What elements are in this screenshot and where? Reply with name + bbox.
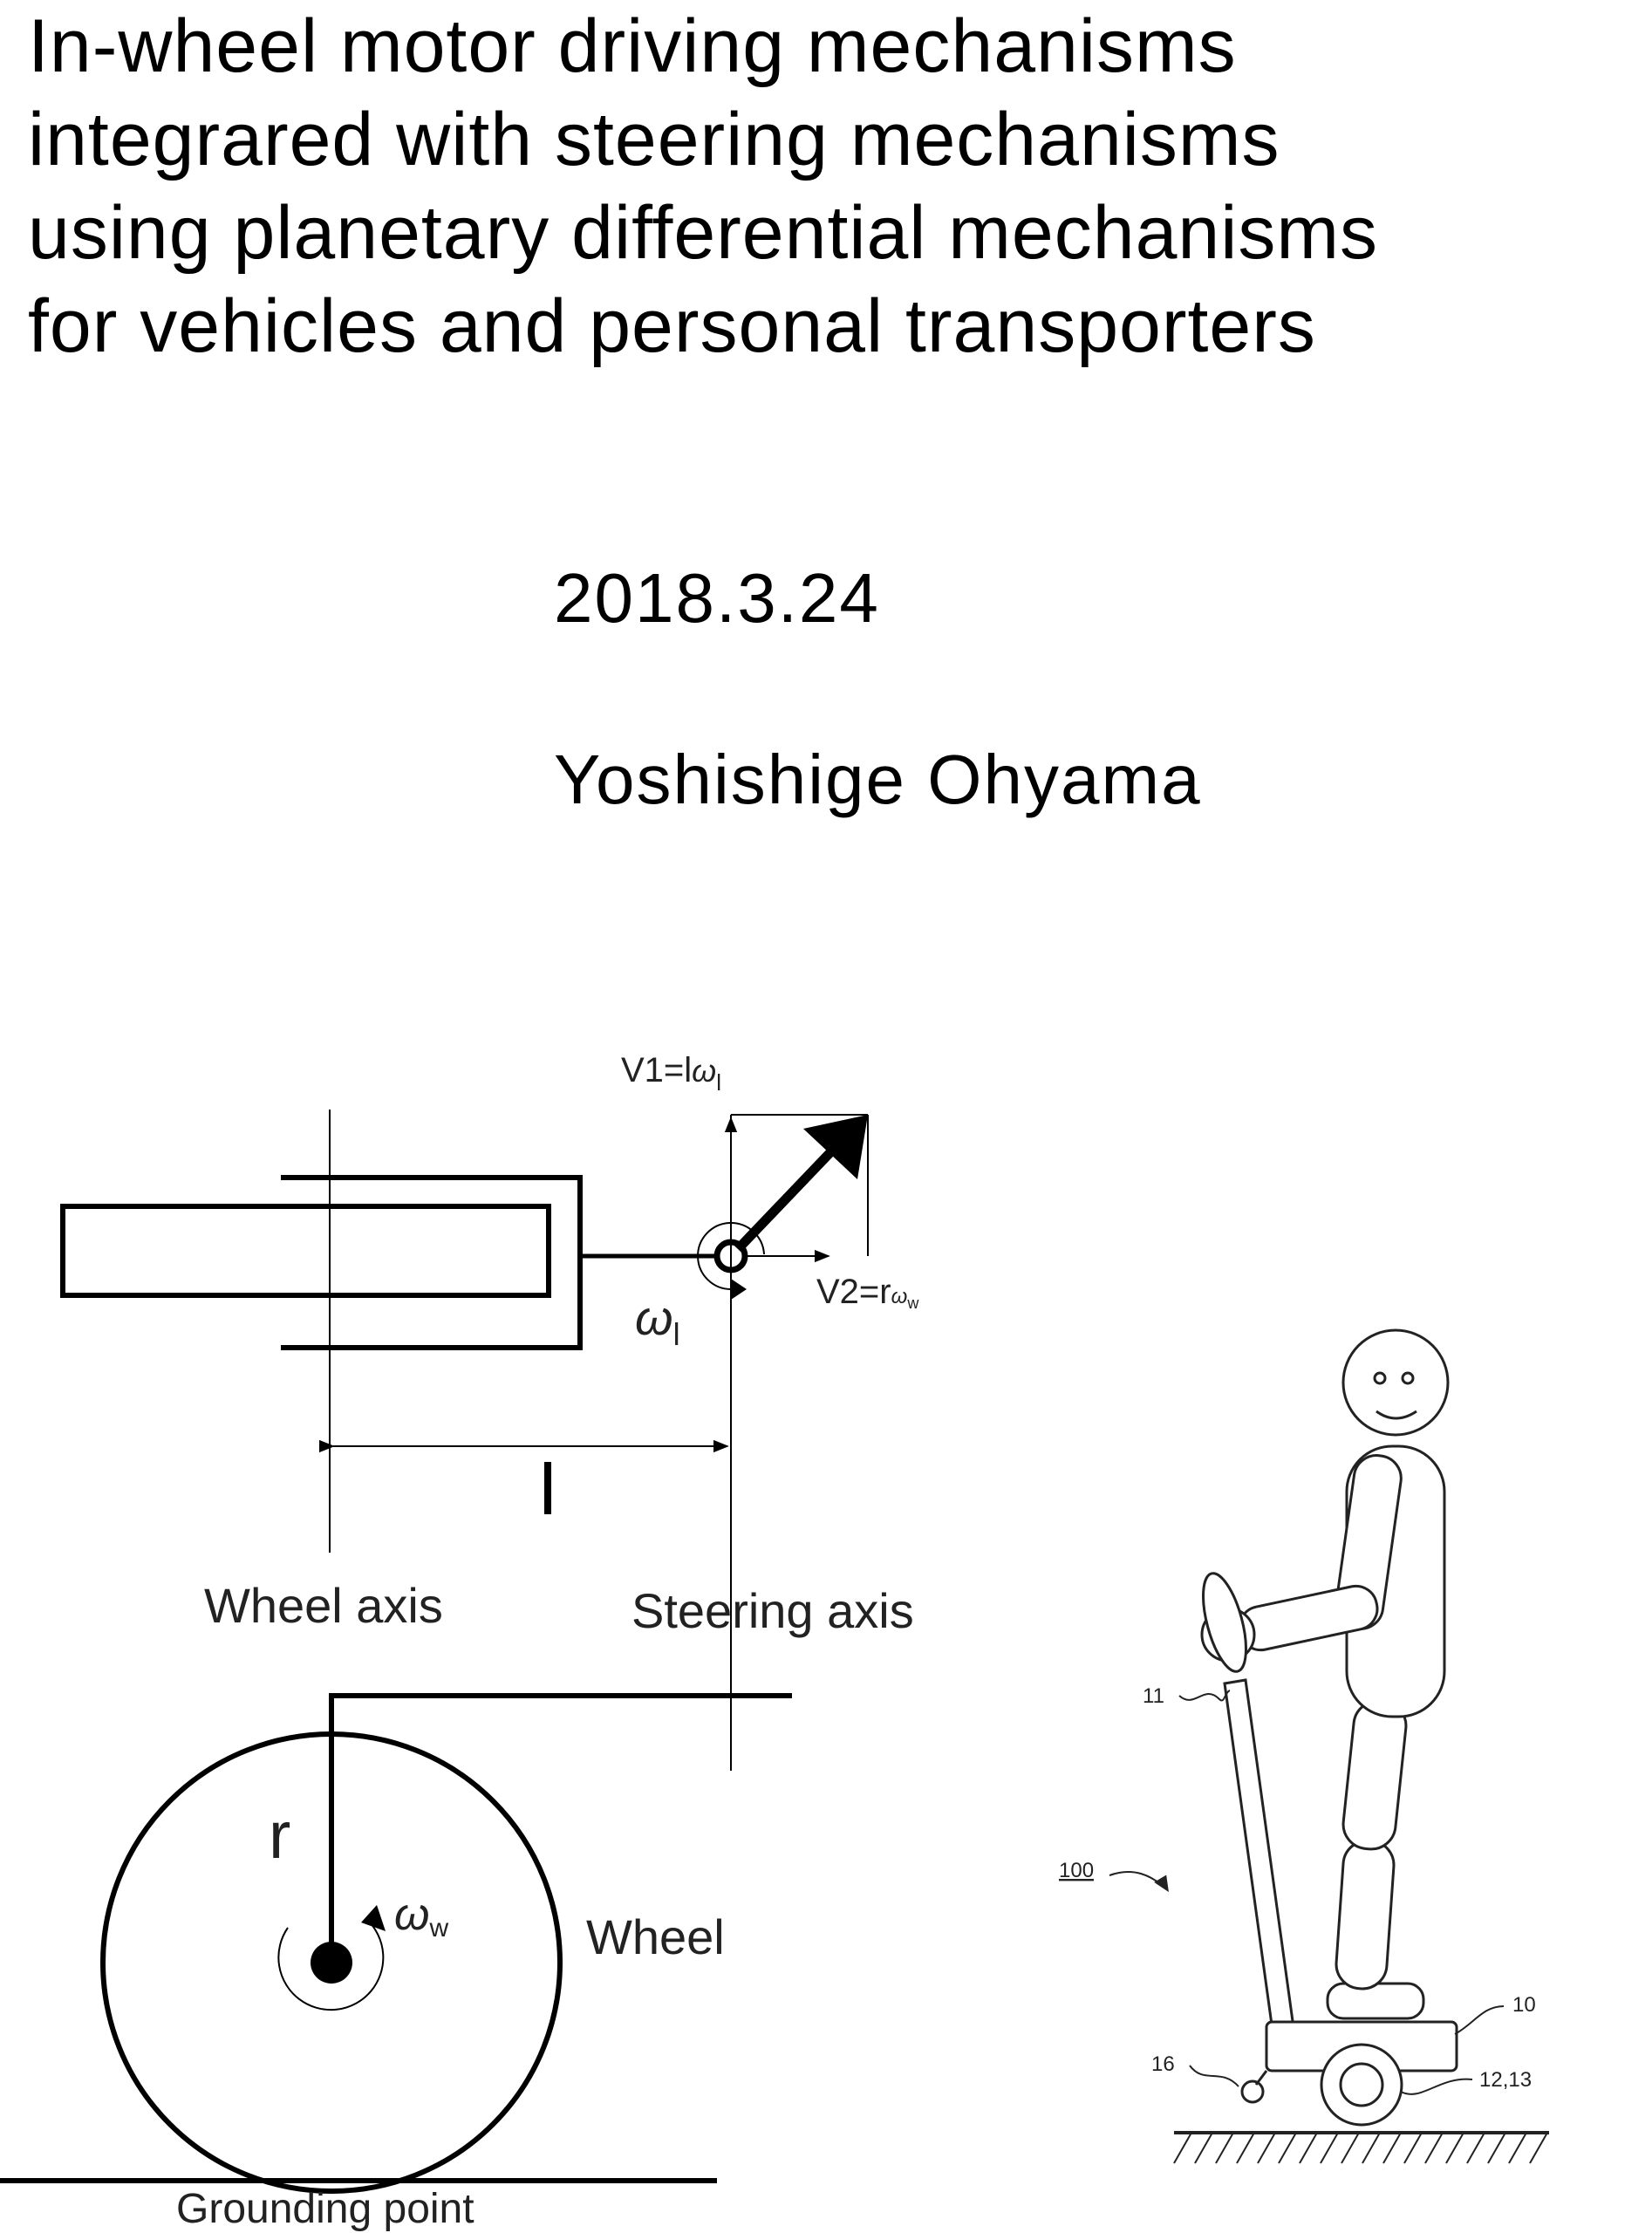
title-line-3: using planetary differential mechanisms bbox=[28, 191, 1378, 275]
leader-11 bbox=[1178, 1690, 1231, 1702]
plan-view-diagram bbox=[60, 1110, 869, 1771]
eye-right bbox=[1401, 1371, 1415, 1385]
document-author: Yoshishige Ohyama bbox=[554, 741, 1202, 818]
handlebar bbox=[1202, 1572, 1247, 1673]
front-caster bbox=[1240, 2079, 1265, 2104]
personal-transporter-illustration bbox=[1109, 1328, 1549, 2164]
ref-label-100: 100 bbox=[1059, 1859, 1094, 1882]
fork-bracket bbox=[281, 1175, 583, 1350]
wheel-top-view bbox=[60, 1204, 551, 1298]
omega-w-rotation-arrow bbox=[277, 1918, 385, 2011]
caster-strut bbox=[1254, 2070, 1268, 2086]
ref-label-12-13: 12,13 bbox=[1479, 2068, 1532, 2092]
steering-column bbox=[1223, 1678, 1298, 2052]
ref-label-10: 10 bbox=[1512, 1993, 1536, 2017]
document-date: 2018.3.24 bbox=[554, 559, 880, 637]
eye-left bbox=[1373, 1371, 1387, 1385]
leader-10 bbox=[1454, 2005, 1505, 2035]
side-view-diagram bbox=[0, 1693, 792, 2194]
ref-label-16: 16 bbox=[1151, 2052, 1175, 2076]
title-line-4: for vehicles and personal transporters bbox=[28, 284, 1316, 368]
resultant-arrowhead bbox=[803, 1115, 868, 1179]
wheel-circle bbox=[100, 1731, 563, 2194]
foot-rear bbox=[1326, 1982, 1425, 2020]
lower-leg bbox=[1335, 1839, 1396, 1991]
steering-axis-label: Steering axis bbox=[631, 1583, 914, 1638]
leader-16 bbox=[1189, 2065, 1239, 2087]
resultant-velocity-arrow bbox=[734, 1146, 836, 1253]
head bbox=[1341, 1328, 1450, 1437]
wheel-label: Wheel bbox=[586, 1909, 725, 1964]
ground-hatch bbox=[1173, 2132, 1548, 2164]
mouth bbox=[1376, 1410, 1417, 1420]
grounding-point-label: Grounding point bbox=[176, 2186, 474, 2232]
radius-label: r bbox=[269, 1799, 290, 1873]
upper-leg bbox=[1341, 1699, 1408, 1851]
leader-100-arrowhead bbox=[1154, 1874, 1169, 1893]
leader-12-13 bbox=[1400, 2078, 1473, 2095]
wheel-hub bbox=[311, 1942, 352, 1984]
omega-w-arrowhead bbox=[361, 1905, 386, 1931]
omega-l-arrowhead bbox=[731, 1279, 747, 1300]
wheel-axis-label: Wheel axis bbox=[204, 1578, 443, 1633]
omega-l-label: ωl bbox=[635, 1290, 680, 1352]
document-title: In-wheel motor driving mechanisms integr… bbox=[28, 0, 1642, 373]
wheel-support-frame bbox=[329, 1693, 792, 1956]
transporter-wheel-hub bbox=[1339, 2062, 1384, 2107]
ref-label-11: 11 bbox=[1143, 1684, 1164, 1708]
title-line-1: In-wheel motor driving mechanisms bbox=[28, 4, 1237, 88]
title-line-2: integrared with steering mechanisms bbox=[28, 98, 1280, 181]
v1-label: V1=lωl bbox=[621, 1051, 721, 1096]
omega-w-label: ωw bbox=[394, 1889, 449, 1943]
v2-label: V2=rωw bbox=[816, 1273, 919, 1312]
